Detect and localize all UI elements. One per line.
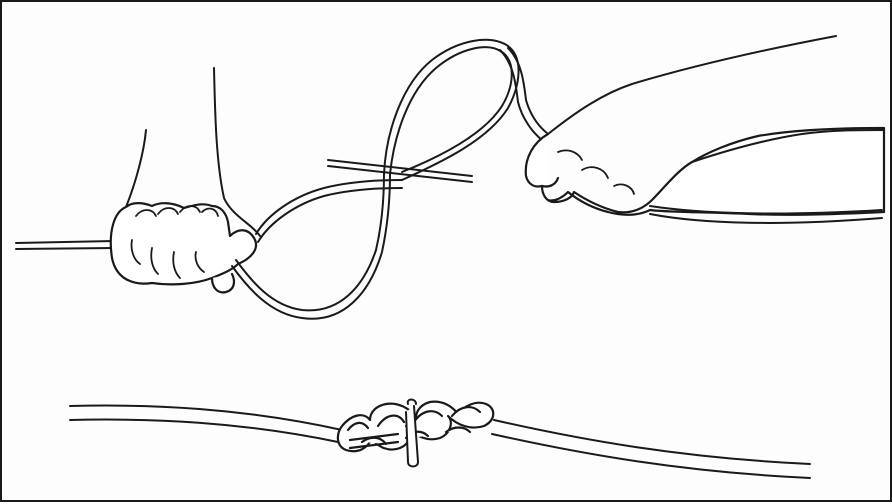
knot-tail-ends (405, 398, 419, 468)
right-arm (547, 35, 885, 163)
rope-lower-loop (231, 173, 403, 320)
right-rope-segment (649, 205, 883, 224)
left-fist (109, 202, 258, 294)
finished-rope-right (491, 419, 811, 479)
right-fist-details (557, 149, 635, 195)
left-fist-knuckles (130, 205, 219, 279)
rope-upper-loop (383, 38, 549, 181)
right-fist (524, 126, 886, 216)
rope-cross-segment (327, 159, 473, 183)
left-rope-segment (15, 240, 115, 250)
left-arm (125, 67, 261, 237)
finished-rope-left (69, 404, 343, 443)
